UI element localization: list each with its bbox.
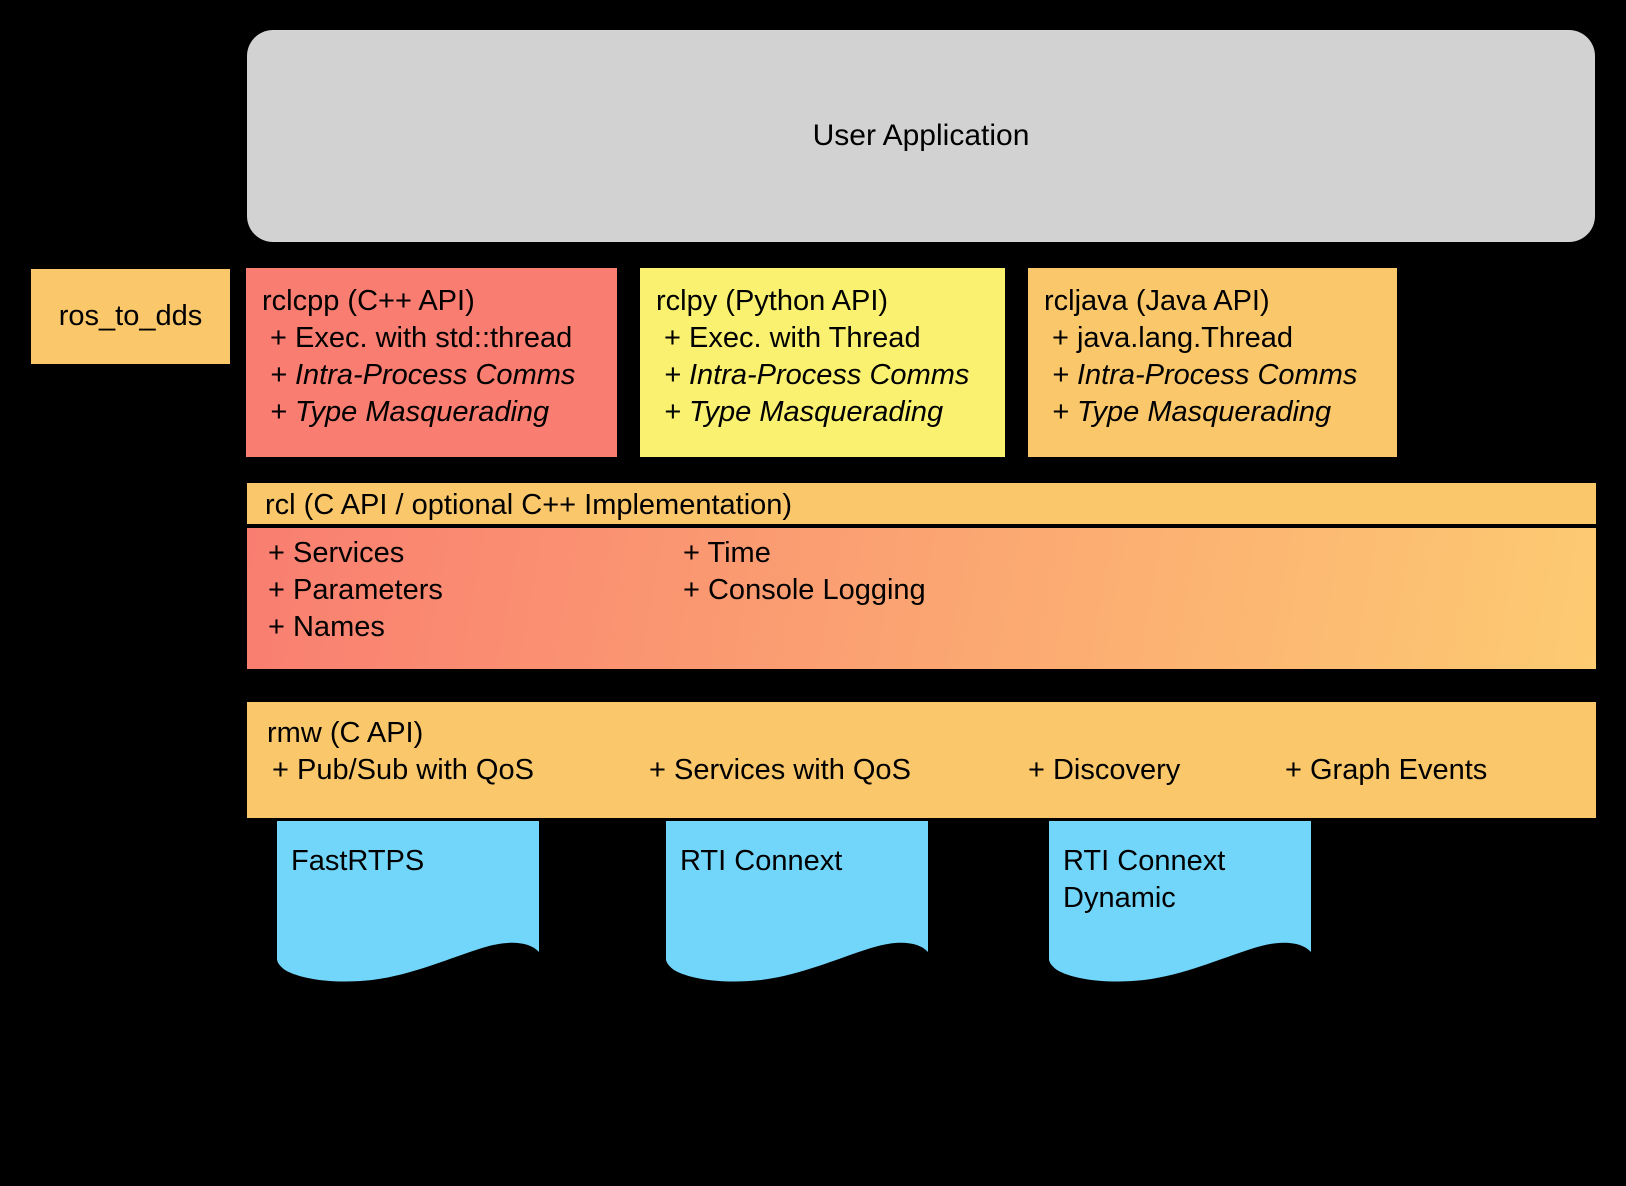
rclcpp-title: rclcpp (C++ API) [262, 285, 475, 317]
flag-shape [666, 821, 928, 982]
rmw-feature-discovery: + Discovery [1028, 754, 1181, 786]
dds-flag-rti-connext-dynamic-label: RTI Connext Dynamic [1063, 843, 1225, 917]
dds-label-line1: FastRTPS [291, 845, 425, 877]
rmw-feature-graph-events: + Graph Events [1285, 754, 1488, 786]
ros-to-dds-label: ros_to_dds [58, 300, 203, 332]
rclcpp-box: rclcpp (C++ API) + Exec. with std::threa… [246, 268, 617, 457]
rcl-feature-parameters: + Parameters [268, 574, 443, 606]
rcl-box: rcl (C API / optional C++ Implementation… [247, 483, 1596, 669]
rcl-feature-column-1: + Services + Parameters + Names [268, 535, 443, 646]
rcl-feature-console-logging: + Console Logging [683, 574, 926, 606]
rcljava-feature-intra-process: + Intra-Process Comms [1052, 359, 1358, 391]
rcl-body: + Services + Parameters + Names + Time +… [247, 528, 1596, 669]
user-application-box: User Application [247, 30, 1595, 242]
flag-shape-path [666, 821, 928, 982]
rmw-title: rmw (C API) [267, 717, 424, 749]
rcl-feature-column-2: + Time + Console Logging [683, 535, 926, 609]
rcl-feature-services: + Services [268, 537, 405, 569]
rcl-feature-time: + Time [683, 537, 771, 569]
flag-shape [1049, 821, 1311, 982]
rclpy-feature-exec: + Exec. with Thread [664, 322, 921, 354]
rcl-feature-names: + Names [268, 611, 385, 643]
rclpy-box: rclpy (Python API) + Exec. with Thread +… [640, 268, 1005, 457]
rcl-body-gradient [247, 528, 1596, 669]
rcljava-feature-type-masquerading: + Type Masquerading [1052, 396, 1332, 428]
dds-flag-rti-connext: RTI Connext [666, 821, 928, 983]
dds-label-line1: RTI Connext [1063, 845, 1226, 877]
flag-shape-path [1049, 821, 1311, 982]
rcljava-feature-thread: + java.lang.Thread [1052, 322, 1294, 354]
rmw-feature-services: + Services with QoS [649, 754, 911, 786]
rcl-header: rcl (C API / optional C++ Implementation… [247, 483, 1596, 528]
rmw-features: + Pub/Sub with QoS + Services with QoS +… [247, 754, 1596, 791]
ros-to-dds-box: ros_to_dds [31, 269, 230, 364]
rclcpp-feature-intra-process: + Intra-Process Comms [270, 359, 576, 391]
rcljava-box: rcljava (Java API) + java.lang.Thread + … [1028, 268, 1397, 457]
dds-flag-fastrtps: FastRTPS [277, 821, 539, 983]
rmw-feature-pubsub: + Pub/Sub with QoS [272, 754, 534, 786]
rclpy-feature-intra-process: + Intra-Process Comms [664, 359, 970, 391]
dds-flag-rti-connext-dynamic: RTI Connext Dynamic [1049, 821, 1311, 983]
rclpy-feature-type-masquerading: + Type Masquerading [664, 396, 944, 428]
rclcpp-feature-exec: + Exec. with std::thread [270, 322, 573, 354]
rclcpp-feature-type-masquerading: + Type Masquerading [270, 396, 550, 428]
dds-label-line1: RTI Connext [680, 845, 843, 877]
dds-flag-fastrtps-label: FastRTPS [291, 843, 424, 880]
dds-label-line2: Dynamic [1063, 882, 1176, 914]
rcljava-title: rcljava (Java API) [1044, 285, 1270, 317]
rcl-title: rcl (C API / optional C++ Implementation… [265, 489, 793, 521]
rmw-box: rmw (C API) + Pub/Sub with QoS + Service… [247, 702, 1596, 818]
flag-shape-path [277, 821, 539, 982]
flag-shape [277, 821, 539, 982]
dds-flag-rti-connext-label: RTI Connext [680, 843, 842, 880]
user-application-label: User Application [812, 119, 1030, 152]
rclpy-title: rclpy (Python API) [656, 285, 889, 317]
